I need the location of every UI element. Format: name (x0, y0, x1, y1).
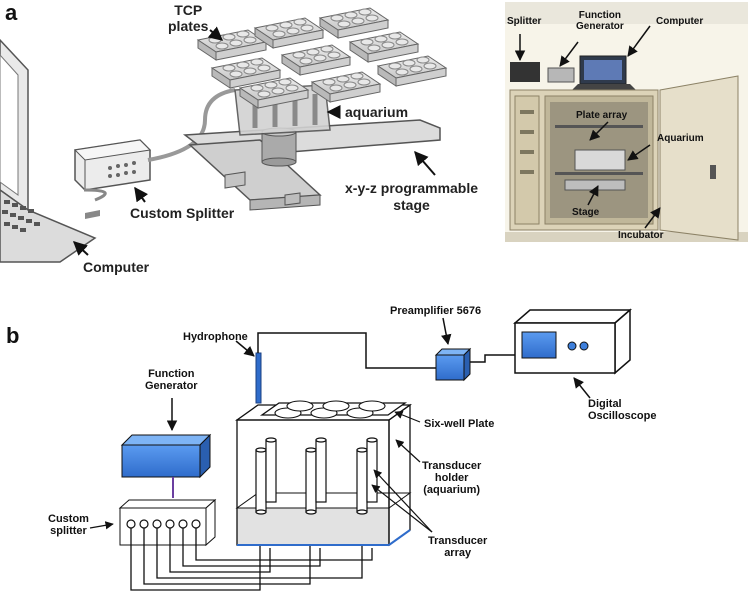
label-aquarium: aquarium (345, 104, 409, 120)
custom-splitter-box (73, 88, 236, 202)
label-preamplifier: Preamplifier 5676 (390, 305, 482, 317)
tcp-plate (253, 17, 325, 49)
function-generator-box (120, 433, 212, 479)
panel-b-schematic (89, 308, 633, 591)
label-tcp-plates: TCP plates (168, 2, 209, 34)
tcp-plate (196, 29, 268, 61)
custom-splitter-box (118, 498, 217, 547)
tcp-plate (348, 31, 420, 63)
label-function-generator: Function Generator (145, 368, 198, 392)
label-custom-splitter-b: Custom splitter (48, 513, 89, 537)
panel-a-letter: a (5, 0, 18, 25)
tcp-plate (310, 71, 382, 103)
tcp-plate (318, 7, 390, 39)
label-six-well-plate: Six-well Plate (424, 418, 495, 430)
label-custom-splitter: Custom Splitter (130, 205, 235, 221)
photo-label-function-generator: Function Generator (576, 10, 624, 32)
photo-label-plate-array: Plate array (576, 110, 628, 121)
preamplifier-box (434, 347, 472, 382)
laptop-illustration (0, 38, 100, 263)
label-digital-oscilloscope: Digital Oscilloscope (588, 398, 657, 422)
tcp-plate (210, 57, 282, 89)
panel-a-render (0, 7, 448, 263)
label-computer: Computer (83, 259, 150, 275)
photo-label-incubator: Incubator (618, 230, 664, 241)
transducer-array (255, 437, 378, 515)
label-hydrophone: Hydrophone (183, 331, 248, 343)
photo-label-stage: Stage (572, 207, 600, 218)
tcp-plate (238, 77, 310, 109)
incubator-photo (505, 2, 748, 242)
photo-label-splitter: Splitter (507, 16, 542, 27)
photo-label-aquarium: Aquarium (657, 133, 704, 144)
six-well-plate (259, 400, 408, 419)
oscilloscope-box (512, 308, 633, 375)
panel-b-letter: b (6, 323, 20, 348)
tcp-plate (280, 44, 352, 76)
tcp-plate (376, 55, 448, 87)
tcp-plates (196, 7, 448, 109)
label-transducer-array: Transducer array (428, 535, 488, 559)
hydrophone-probe (255, 352, 262, 404)
label-xyz-stage: x-y-z programmable stage (345, 180, 479, 213)
label-transducer-holder: Transducer holder (aquarium) (422, 460, 482, 496)
photo-label-computer: Computer (656, 16, 704, 27)
